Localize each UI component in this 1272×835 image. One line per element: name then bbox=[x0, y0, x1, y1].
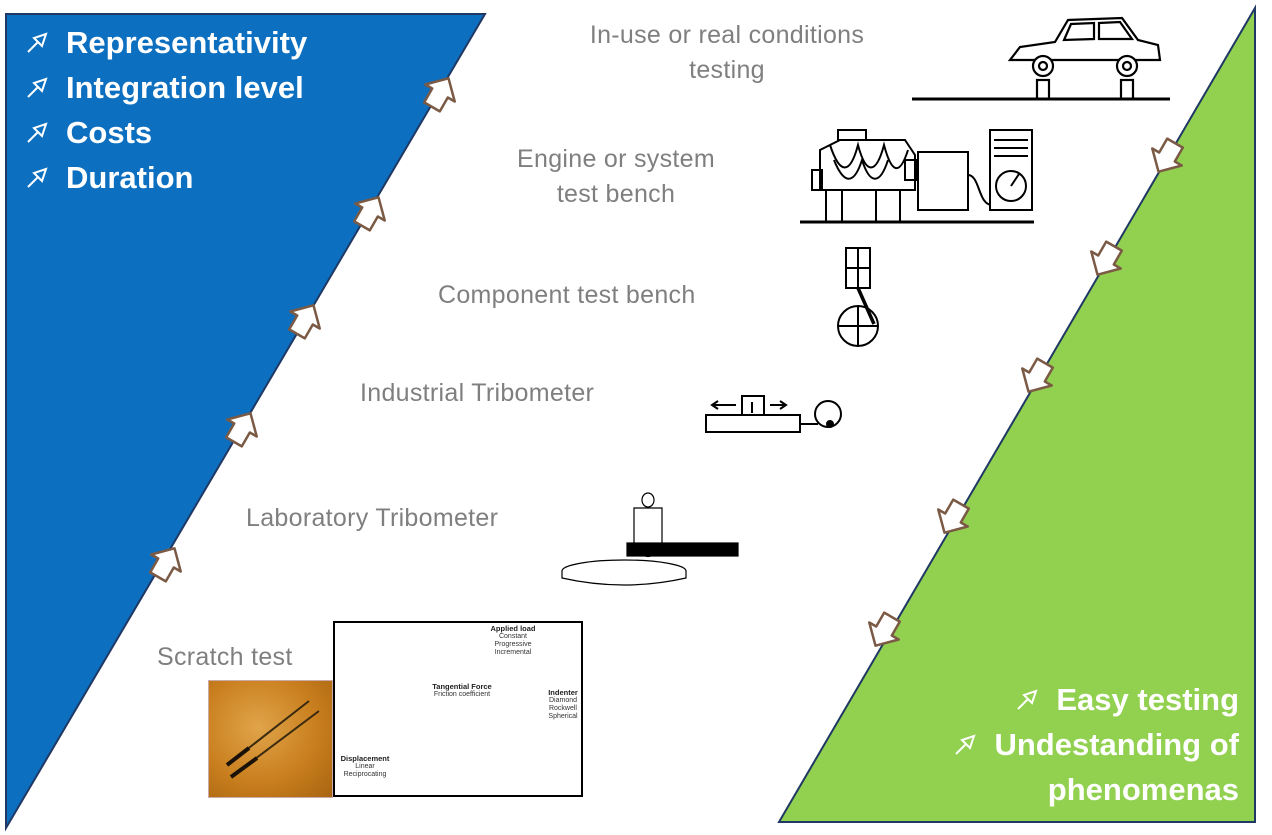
bullet-duration: Duration bbox=[24, 155, 307, 200]
up-right-arrow-icon bbox=[955, 733, 977, 755]
label-sub: Reciprocating bbox=[343, 771, 387, 778]
label-line: test bench bbox=[556, 180, 676, 208]
bullet-text: Representativity bbox=[66, 25, 308, 60]
engine-bench-icon bbox=[800, 129, 1034, 224]
industrial-tribometer-icon bbox=[705, 395, 842, 433]
car-icon bbox=[912, 16, 1170, 101]
bullet-integration-level: Integration level bbox=[24, 65, 307, 110]
piston-icon bbox=[837, 247, 879, 347]
left-criteria-list: Representativity Integration level Costs… bbox=[24, 20, 307, 200]
bullet-text: Costs bbox=[66, 115, 153, 150]
scratch-test-diagram: Applied load Constant Progressive Increm… bbox=[333, 621, 583, 797]
label-industrial-tribometer: Industrial Tribometer bbox=[360, 379, 595, 407]
label-sub: Constant bbox=[498, 633, 528, 640]
bullet-representativity: Representativity bbox=[24, 20, 307, 65]
label-title: Displacement bbox=[340, 754, 390, 763]
laboratory-tribometer-icon bbox=[561, 492, 739, 586]
indenter-label: Indenter Diamond Rockwell Spherical bbox=[543, 688, 581, 721]
label-sub: Incremental bbox=[494, 649, 532, 656]
bullet-text: Duration bbox=[66, 160, 194, 195]
up-right-arrow-icon bbox=[27, 76, 48, 98]
bullet-understanding: Undestanding of bbox=[952, 722, 1239, 767]
label-engine-bench: Engine or system test bench bbox=[496, 142, 736, 212]
label-line: testing bbox=[689, 56, 765, 84]
bullet-text: Easy testing bbox=[1056, 682, 1239, 717]
up-right-arrow-icon bbox=[27, 166, 48, 188]
label-title: Tangential Force bbox=[432, 682, 492, 691]
label-sub: Progressive bbox=[494, 641, 532, 648]
bullet-text: Integration level bbox=[66, 70, 304, 105]
label-scratch-test: Scratch test bbox=[157, 643, 293, 671]
scratch-photo bbox=[208, 680, 333, 798]
bullet-understanding-cont: phenomenas bbox=[952, 767, 1239, 812]
label-sub: Spherical bbox=[548, 713, 578, 720]
label-sub: Friction coefficient bbox=[433, 691, 491, 698]
up-right-arrow-icon bbox=[1017, 688, 1038, 710]
applied-load-label: Applied load Constant Progressive Increm… bbox=[483, 625, 543, 657]
label-title: Indenter bbox=[548, 688, 578, 697]
label-line: In-use or real conditions bbox=[589, 21, 865, 49]
right-criteria-list: Easy testing Undestanding of phenomenas bbox=[952, 677, 1239, 812]
displacement-label: Displacement Linear Reciprocating bbox=[337, 755, 393, 779]
label-laboratory-tribometer: Laboratory Tribometer bbox=[246, 504, 499, 532]
label-sub: Diamond bbox=[548, 697, 577, 704]
label-line: Engine or system bbox=[517, 145, 715, 173]
label-sub: Rockwell bbox=[548, 705, 577, 712]
bullet-text: Undestanding of bbox=[994, 727, 1239, 762]
up-right-arrow-icon bbox=[27, 31, 48, 53]
label-component-bench: Component test bench bbox=[438, 281, 696, 309]
up-right-arrow-icon bbox=[27, 121, 48, 143]
label-title: Applied load bbox=[490, 624, 536, 633]
label-sub: Linear bbox=[355, 763, 375, 770]
bullet-easy-testing: Easy testing bbox=[952, 677, 1239, 722]
bullet-costs: Costs bbox=[24, 110, 307, 155]
bullet-text: phenomenas bbox=[1047, 772, 1239, 807]
tangential-force-label: Tangential Force Friction coefficient bbox=[427, 683, 497, 699]
label-in-use-testing: In-use or real conditions testing bbox=[567, 18, 887, 88]
green-band bbox=[777, 4, 1256, 823]
scratch-lines-image bbox=[225, 700, 320, 779]
